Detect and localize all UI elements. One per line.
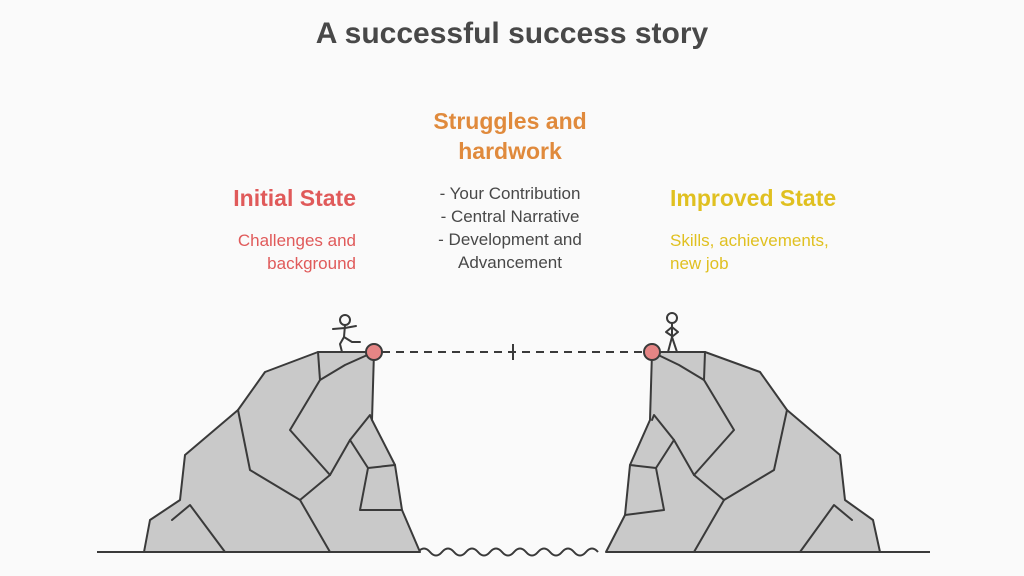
struggles-description: - Your Contribution - Central Narrative … <box>400 182 620 274</box>
water-waves <box>417 547 599 557</box>
right-cliff <box>605 351 881 553</box>
struggles-desc-line: - Development and <box>438 230 582 249</box>
initial-state-marker <box>365 343 383 361</box>
left-cliff <box>143 351 421 553</box>
initial-state-heading: Initial State <box>233 185 356 211</box>
struggles-desc-line: Advancement <box>458 253 562 272</box>
improved-state-heading: Improved State <box>670 185 837 211</box>
struggles-desc-line: - Your Contribution <box>439 184 581 203</box>
initial-desc-line: background <box>267 254 356 273</box>
improved-state-marker <box>643 343 661 361</box>
improved-desc-line: Skills, achievements, <box>670 231 829 250</box>
initial-desc-line: Challenges and <box>237 231 356 250</box>
improved-desc-line: new job <box>670 254 729 273</box>
right-person-icon <box>665 312 679 353</box>
struggles-heading: Struggles and hardwork <box>400 106 620 166</box>
improved-state-description: Skills, achievements, new job <box>670 229 910 275</box>
left-person-icon <box>329 314 367 353</box>
diagram-title: A successful success story <box>315 17 709 50</box>
struggles-desc-line: - Central Narrative <box>440 207 580 226</box>
struggles-heading-line: hardwork <box>458 138 562 164</box>
initial-state-description: Challenges and background <box>170 229 356 275</box>
struggles-heading-line: Struggles and <box>433 108 587 134</box>
